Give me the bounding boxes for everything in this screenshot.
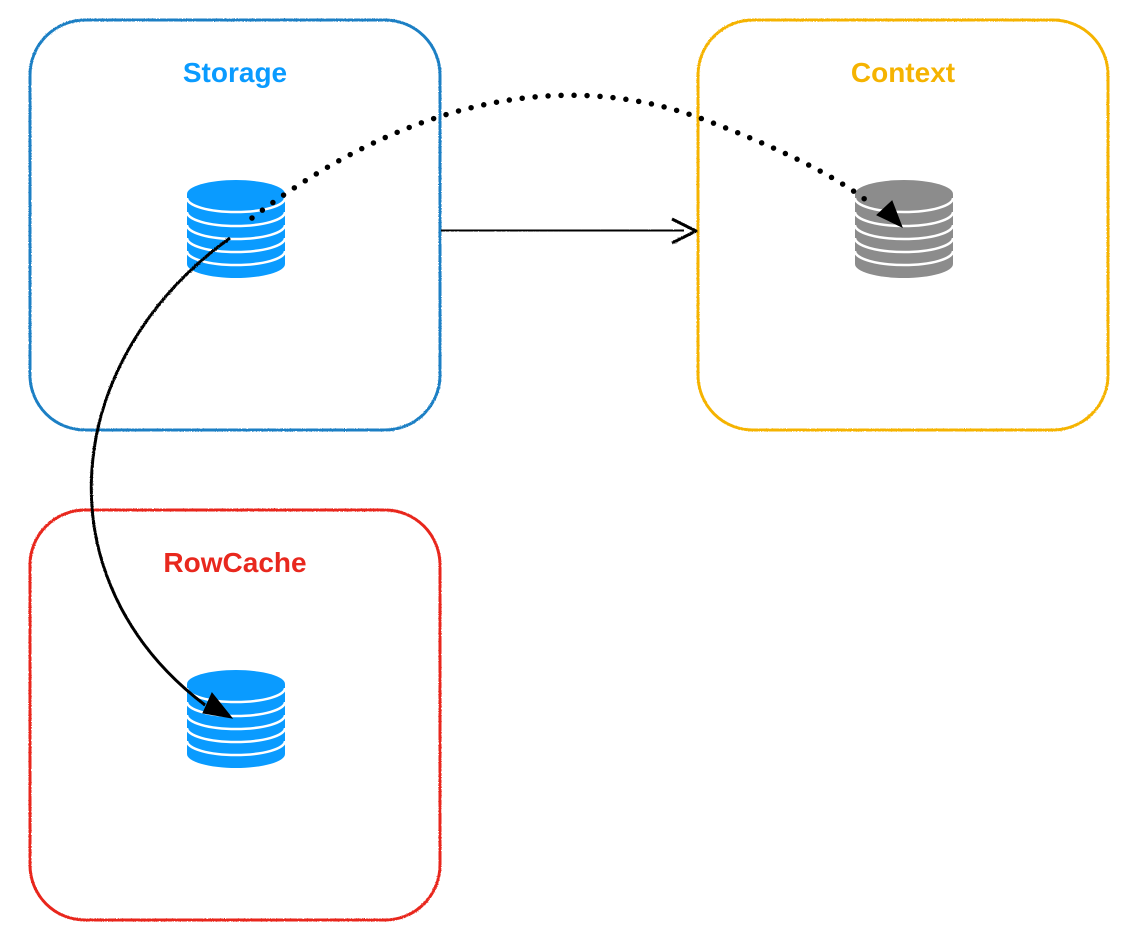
storage-db-to-context-db-dotted-line [249, 92, 875, 221]
database-ring-1 [185, 211, 287, 228]
context-database-icon[interactable] [853, 180, 955, 278]
database-ring-2 [185, 224, 287, 241]
rowcache-database-icon[interactable] [185, 670, 287, 768]
edge-storage-db-to-rowcache-db [89, 236, 234, 719]
context-box-border [696, 18, 1110, 432]
database-ring-4 [853, 250, 955, 267]
edge-storage-to-context-box [440, 217, 698, 245]
rowcache-box-border [28, 508, 442, 922]
database-top [187, 180, 285, 208]
database-top-ring [185, 197, 287, 214]
database-ring-1 [853, 211, 955, 228]
storage-db-to-context-db-arrowhead [876, 200, 903, 228]
database-ring-3 [185, 727, 287, 744]
database-top [855, 180, 953, 208]
database-ring-4 [185, 740, 287, 757]
database-ring-2 [853, 224, 955, 241]
rowcache-title: RowCache [163, 547, 306, 578]
database-top [187, 670, 285, 698]
storage-box-border [28, 18, 442, 432]
edge-storage-db-to-context-db [249, 92, 903, 228]
storage-database-icon[interactable] [185, 180, 287, 278]
storage-title: Storage [183, 57, 287, 88]
database-ring-2 [185, 714, 287, 731]
storage-to-context-arrowhead [671, 217, 698, 245]
database-ring-3 [853, 237, 955, 254]
context-title: Context [851, 57, 955, 88]
database-ring-3 [185, 237, 287, 254]
storage-db-to-rowcache-db-arrowhead [202, 692, 234, 719]
rowcache-box[interactable]: RowCache [28, 508, 442, 922]
context-box[interactable]: Context [696, 18, 1110, 432]
storage-db-to-rowcache-db-curve [89, 236, 231, 707]
database-top-ring [853, 197, 955, 214]
storage-to-context-arrow-line [440, 228, 685, 233]
database-ring-1 [185, 701, 287, 718]
database-ring-4 [185, 250, 287, 267]
storage-box[interactable]: Storage [28, 18, 442, 432]
